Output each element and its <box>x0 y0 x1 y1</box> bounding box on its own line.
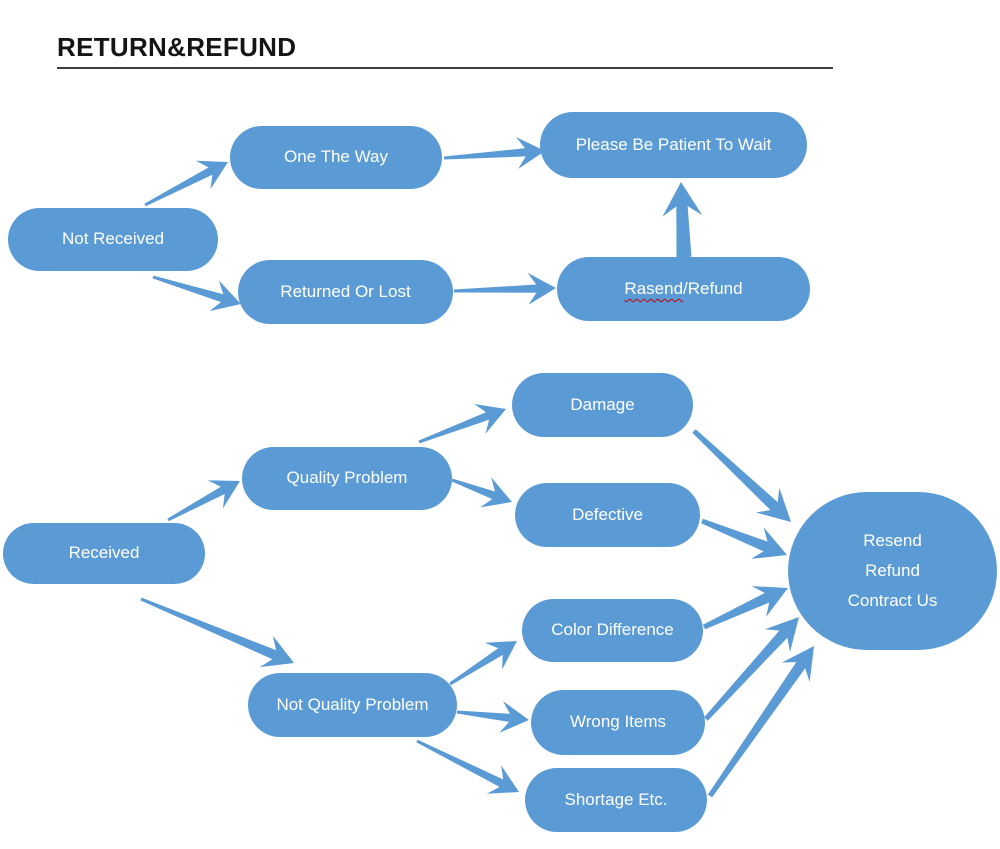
node-label-stack: Resend Refund Contract Us <box>848 526 938 616</box>
node-label: Please Be Patient To Wait <box>575 134 772 154</box>
arrow-rasend_refund-to-please_wait <box>662 182 703 217</box>
misspelled-word: Rasend <box>624 278 684 298</box>
node-label: Rasend/Refund <box>624 279 742 299</box>
node-label: Quality Problem <box>286 468 408 488</box>
node-resend-refund-contract-us: Resend Refund Contract Us <box>788 492 997 650</box>
arrow-not_received-to-one_the_way <box>144 165 217 207</box>
node-label: Shortage Etc. <box>564 789 668 809</box>
page-title: RETURN&REFUND <box>57 32 297 62</box>
node-label: Defective <box>572 504 643 524</box>
arrow-color_difference-to-resend_refund_contact <box>702 590 775 630</box>
arrow-received-to-not_quality_problem <box>259 635 294 668</box>
arrow-not_received-to-returned_or_lost <box>209 280 241 312</box>
node-label: Color Difference <box>551 620 674 640</box>
arrow-color_difference-to-resend_refund_contact <box>751 586 788 617</box>
arrow-shortage_etc-to-resend_refund_contact <box>707 657 809 798</box>
node-label-rest: /Refund <box>683 278 743 298</box>
node-shortage-etc: Shortage Etc. <box>525 768 707 832</box>
node-please-be-patient-to-wait: Please Be Patient To Wait <box>540 112 807 178</box>
node-label-line: Resend <box>863 531 922 550</box>
arrow-not_quality_problem-to-shortage_etc <box>416 739 508 789</box>
node-rasend-refund: Rasend/Refund <box>557 257 810 321</box>
node-label-line: Contract Us <box>847 591 938 610</box>
arrow-returned_or_lost-to-rasend_refund <box>454 284 541 293</box>
arrow-not_quality_problem-to-color_difference <box>449 645 507 686</box>
arrow-received-to-quality_problem <box>207 480 240 509</box>
node-quality-problem: Quality Problem <box>242 447 452 510</box>
arrow-not_quality_problem-to-wrong_items <box>499 701 529 733</box>
node-defective: Defective <box>515 483 700 547</box>
node-color-difference: Color Difference <box>522 599 703 662</box>
arrow-quality_problem-to-defective <box>451 478 499 501</box>
arrow-defective-to-resend_refund_contact <box>701 518 773 554</box>
arrow-wrong_items-to-resend_refund_contact <box>764 617 799 653</box>
node-wrong-items: Wrong Items <box>531 690 705 755</box>
arrow-quality_problem-to-defective <box>480 477 512 508</box>
arrow-not_quality_problem-to-wrong_items <box>456 710 515 723</box>
node-label: Damage <box>570 394 635 414</box>
node-label: Wrong Items <box>569 712 667 732</box>
node-label: Not Quality Problem <box>276 694 429 714</box>
arrow-damage-to-resend_refund_contact <box>692 429 782 514</box>
arrow-quality_problem-to-damage <box>418 410 494 444</box>
arrow-one_the_way-to-please_wait <box>516 137 545 169</box>
arrow-not_received-to-returned_or_lost <box>152 275 228 304</box>
arrow-received-to-quality_problem <box>167 484 229 522</box>
node-one-the-way: One The Way <box>230 126 442 189</box>
node-label: Returned Or Lost <box>280 281 411 301</box>
arrow-not_quality_problem-to-shortage_etc <box>486 765 519 794</box>
title-underline <box>57 67 833 69</box>
arrow-damage-to-resend_refund_contact <box>756 487 791 522</box>
arrow-defective-to-resend_refund_contact <box>751 527 787 559</box>
arrow-wrong_items-to-resend_refund_contact <box>704 626 792 721</box>
node-label: One The Way <box>284 147 388 167</box>
arrow-one_the_way-to-please_wait <box>443 147 530 160</box>
node-label-line: Refund <box>865 561 920 580</box>
arrow-rasend_refund-to-please_wait <box>676 200 692 258</box>
arrow-not_received-to-one_the_way <box>195 160 228 190</box>
node-damage: Damage <box>512 373 693 437</box>
arrow-quality_problem-to-damage <box>474 404 506 434</box>
node-returned-or-lost: Returned Or Lost <box>238 260 453 324</box>
arrow-not_quality_problem-to-color_difference <box>484 641 517 670</box>
arrow-shortage_etc-to-resend_refund_contact <box>781 646 814 682</box>
arrow-returned_or_lost-to-rasend_refund <box>527 272 556 305</box>
node-not-quality-problem: Not Quality Problem <box>248 673 457 737</box>
node-not-received: Not Received <box>8 208 218 271</box>
node-label: Not Received <box>61 229 165 249</box>
node-label: Received <box>68 543 140 563</box>
arrow-received-to-not_quality_problem <box>140 597 281 662</box>
node-received: Received <box>3 523 205 584</box>
